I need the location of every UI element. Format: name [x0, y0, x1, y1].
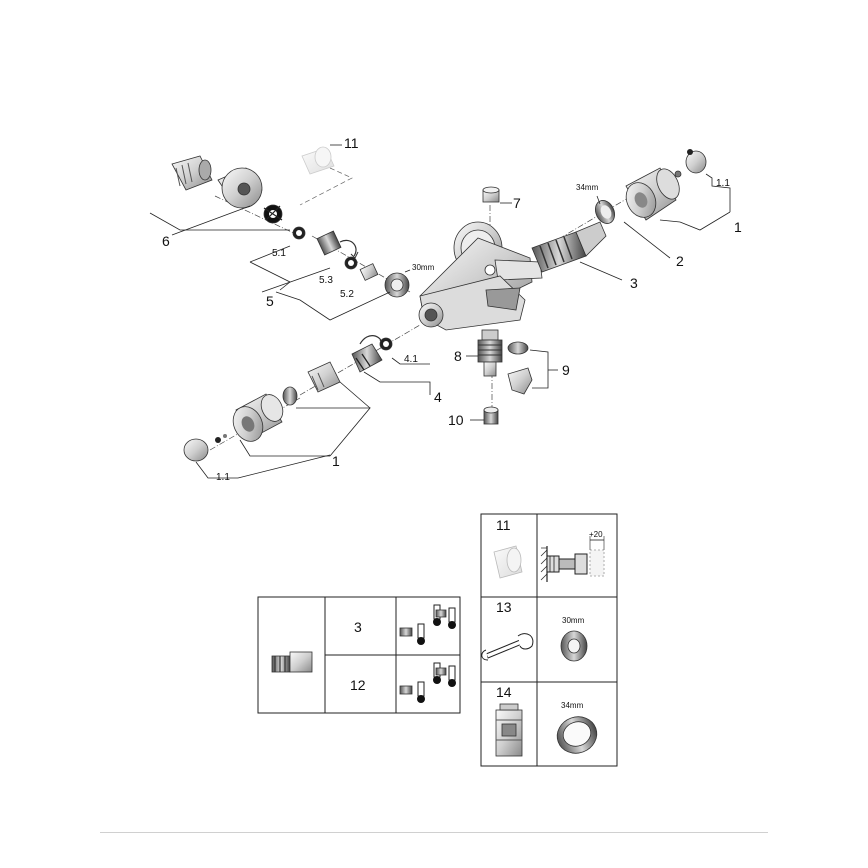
- callout-1-1-right: 1.1: [716, 178, 730, 189]
- callout-4-1: 4.1: [404, 354, 418, 365]
- accessory-row-14-label: 14: [496, 684, 512, 700]
- callout-4: 4: [434, 389, 442, 405]
- part-5-2-sleeve: [359, 263, 379, 281]
- wrench-icon: [481, 633, 534, 661]
- part-1-1-right-cap: [674, 149, 707, 178]
- callout-bracket-5-1: [249, 245, 291, 263]
- part-6-gasket: [263, 204, 283, 224]
- part-5-1-ring: [292, 226, 306, 240]
- cartridge-sleeve-icon: [495, 703, 523, 757]
- part-1-1-left-cap: [183, 434, 227, 462]
- callout-30mm-top: 30mm: [412, 263, 435, 272]
- cartridge-row-3-label: 3: [354, 619, 362, 635]
- accessory-row-11-label: 11: [496, 517, 511, 533]
- callout-leader-3: [579, 261, 623, 281]
- part-6-rosette: [217, 167, 263, 209]
- ring-34mm-label: 34mm: [561, 701, 584, 710]
- axis-line-left-lower: [311, 235, 411, 293]
- callout-5: 5: [266, 293, 274, 309]
- part-1-right-handle: [625, 167, 680, 221]
- callout-bracket-5-3: [261, 267, 331, 293]
- nut-30mm-label: 30mm: [562, 616, 585, 625]
- thermometer-icon-row-12: [399, 662, 456, 703]
- callout-bracket-1-right-a: [679, 211, 731, 231]
- extension-cap-icon: [493, 545, 523, 579]
- callout-bracket-1-left-b: [296, 407, 371, 457]
- callout-leader-6: [171, 231, 181, 236]
- nut-30mm-icon: [560, 630, 588, 662]
- part-11-faded-cap: [301, 146, 335, 175]
- axis-line-right: [539, 184, 651, 251]
- part-10-insert: [483, 406, 499, 425]
- part-4-1-ring: [379, 337, 393, 351]
- part-1-left-handle: [232, 393, 284, 442]
- callout-1-left: 1: [332, 453, 340, 469]
- part-11-guide-line: [299, 167, 353, 206]
- callout-bracket-1-1-right: [705, 173, 731, 212]
- callout-bracket-5b: [275, 291, 391, 321]
- part-3-cartridge: [531, 221, 607, 273]
- callout-bracket-1-1-left-b: [237, 454, 331, 479]
- callout-bracket-9: [529, 349, 549, 389]
- callout-6: 6: [162, 233, 170, 249]
- callout-3: 3: [630, 275, 638, 291]
- wall-extension-icon: [540, 536, 605, 582]
- callout-leader-2: [623, 221, 671, 259]
- accessory-table-frame: [480, 513, 618, 767]
- callout-7: 7: [513, 195, 521, 211]
- cartridge-table: 3 12: [257, 596, 461, 714]
- callout-bracket-4: [363, 371, 431, 395]
- callout-1-right: 1: [734, 219, 742, 235]
- callout-2: 2: [676, 253, 684, 269]
- callout-bracket-6b: [179, 205, 251, 233]
- callout-bracket-4-1: [391, 357, 430, 365]
- callout-1-1-left: 1.1: [216, 472, 230, 483]
- callout-bracket-1-left-c: [339, 381, 371, 409]
- thermometer-icon-row-3: [399, 604, 456, 645]
- accessory-table: 11 13 14 +20 30mm: [480, 513, 618, 767]
- part-7-cap: [482, 186, 500, 203]
- extension-dimension: +20: [589, 530, 603, 539]
- part-5-3-valve: [316, 230, 359, 259]
- callout-34mm-top: 34mm: [576, 183, 599, 192]
- callout-bracket-1-left-a: [239, 439, 330, 457]
- callout-10: 10: [448, 412, 464, 428]
- callout-leader-30mm: [404, 269, 411, 273]
- accessory-row-13-label: 13: [496, 599, 512, 615]
- cartridge-icon: [271, 651, 313, 673]
- part-2-ring: [594, 200, 616, 224]
- ring-34mm-icon: [556, 716, 598, 754]
- part-5-2-nut: [384, 272, 410, 298]
- callout-leader-34mm: [596, 195, 601, 205]
- footer-divider: [100, 832, 768, 833]
- callout-bracket-6a: [149, 212, 290, 231]
- callout-8: 8: [454, 348, 462, 364]
- callout-5-2: 5.2: [340, 289, 354, 300]
- callout-5-1: 5.1: [272, 248, 286, 259]
- callout-9: 9: [562, 362, 570, 378]
- part-1-left-ring: [282, 386, 298, 406]
- part-8-diverter: [477, 329, 503, 377]
- callout-bracket-5a: [249, 261, 291, 291]
- part-6-connector: [171, 155, 213, 191]
- mixer-body: [418, 221, 543, 331]
- part-9-knob-top: [507, 341, 529, 355]
- part-9-knob-lever: [507, 367, 533, 395]
- callout-bracket-1-right-b: [659, 219, 681, 223]
- cartridge-row-12-label: 12: [350, 677, 366, 693]
- part-5-3-ring: [344, 256, 358, 270]
- callout-bracket-1-1-left-a: [195, 461, 238, 479]
- callout-5-3: 5.3: [319, 275, 333, 286]
- callout-11-top: 11: [344, 135, 359, 151]
